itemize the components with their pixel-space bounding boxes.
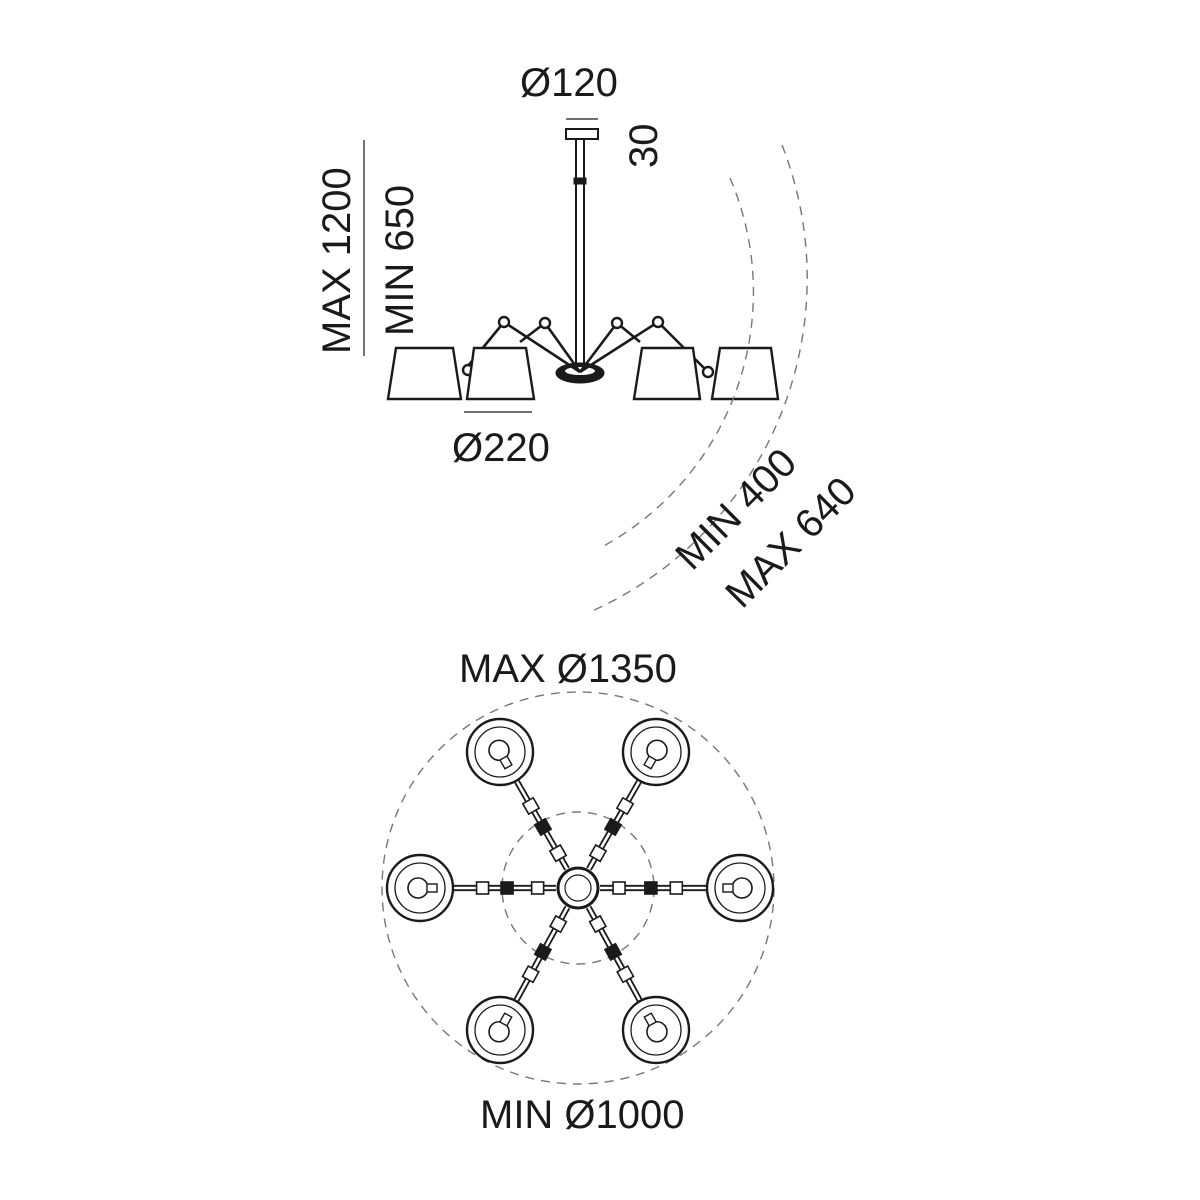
bulb-socket	[426, 883, 438, 893]
reach-arc-min	[599, 177, 755, 549]
reach-arc-max	[589, 144, 808, 613]
top-view: MAX Ø1350 MIN Ø1000	[381, 647, 775, 1137]
span-min-label: MIN Ø1000	[480, 1093, 685, 1137]
arm-joint	[533, 817, 553, 837]
arm-joint	[616, 964, 635, 984]
shade-diameter-label: Ø220	[452, 426, 550, 470]
arm-joint	[475, 881, 490, 895]
arm-joint	[530, 881, 545, 895]
arm-joint	[521, 796, 541, 816]
bulb-socket	[643, 1012, 658, 1027]
bulb-icon	[731, 877, 753, 899]
arm-joint	[603, 942, 623, 962]
shade-side	[465, 346, 536, 401]
bulb-icon	[488, 1020, 510, 1043]
shade-side	[632, 346, 702, 401]
arm-joint	[548, 914, 568, 934]
arm-joint	[615, 796, 635, 816]
arm-joint	[521, 964, 540, 984]
height-max-label: MAX 1200	[315, 167, 359, 354]
bulb-icon	[488, 739, 510, 762]
bulb-socket	[722, 883, 734, 893]
shade-inner-ring	[714, 862, 766, 914]
arm-joint	[603, 817, 623, 837]
bulb-icon	[646, 1020, 668, 1043]
hub-top	[556, 866, 600, 910]
shade-inner-ring	[630, 1004, 682, 1056]
bulb-icon	[646, 739, 668, 762]
arm-joint	[669, 881, 684, 895]
suspension-rod	[575, 138, 585, 372]
shade-side	[710, 346, 780, 401]
arm-joint	[533, 942, 553, 962]
top-arms	[385, 717, 775, 1065]
side-view: Ø120 30 MAX 1200 MIN 650 Ø220 MIN 400 MA…	[315, 61, 865, 616]
arm-joint	[612, 881, 626, 895]
canopy	[565, 118, 599, 372]
shade-inner-ring	[474, 1004, 526, 1056]
center-hub	[555, 362, 605, 384]
shade-inner-ring	[394, 862, 446, 914]
arm-joint	[644, 881, 658, 895]
span-max-label: MAX Ø1350	[459, 647, 677, 691]
arm-joint	[588, 914, 608, 934]
bulb-socket	[499, 755, 513, 770]
bulb-icon	[407, 877, 429, 899]
arm-joint	[500, 881, 514, 895]
arms	[461, 315, 715, 379]
shade-inner-ring	[474, 726, 526, 778]
shade-side	[386, 346, 463, 401]
canopy-height-label: 30	[622, 124, 666, 169]
canopy-diameter-label: Ø120	[520, 61, 618, 105]
bulb-socket	[498, 1012, 513, 1027]
shade-inner-ring	[630, 726, 682, 778]
arm-joint	[588, 843, 608, 863]
arm-joint	[548, 843, 568, 863]
height-min-label: MIN 650	[378, 185, 422, 336]
side-shades	[386, 346, 780, 401]
bulb-socket	[643, 755, 657, 770]
